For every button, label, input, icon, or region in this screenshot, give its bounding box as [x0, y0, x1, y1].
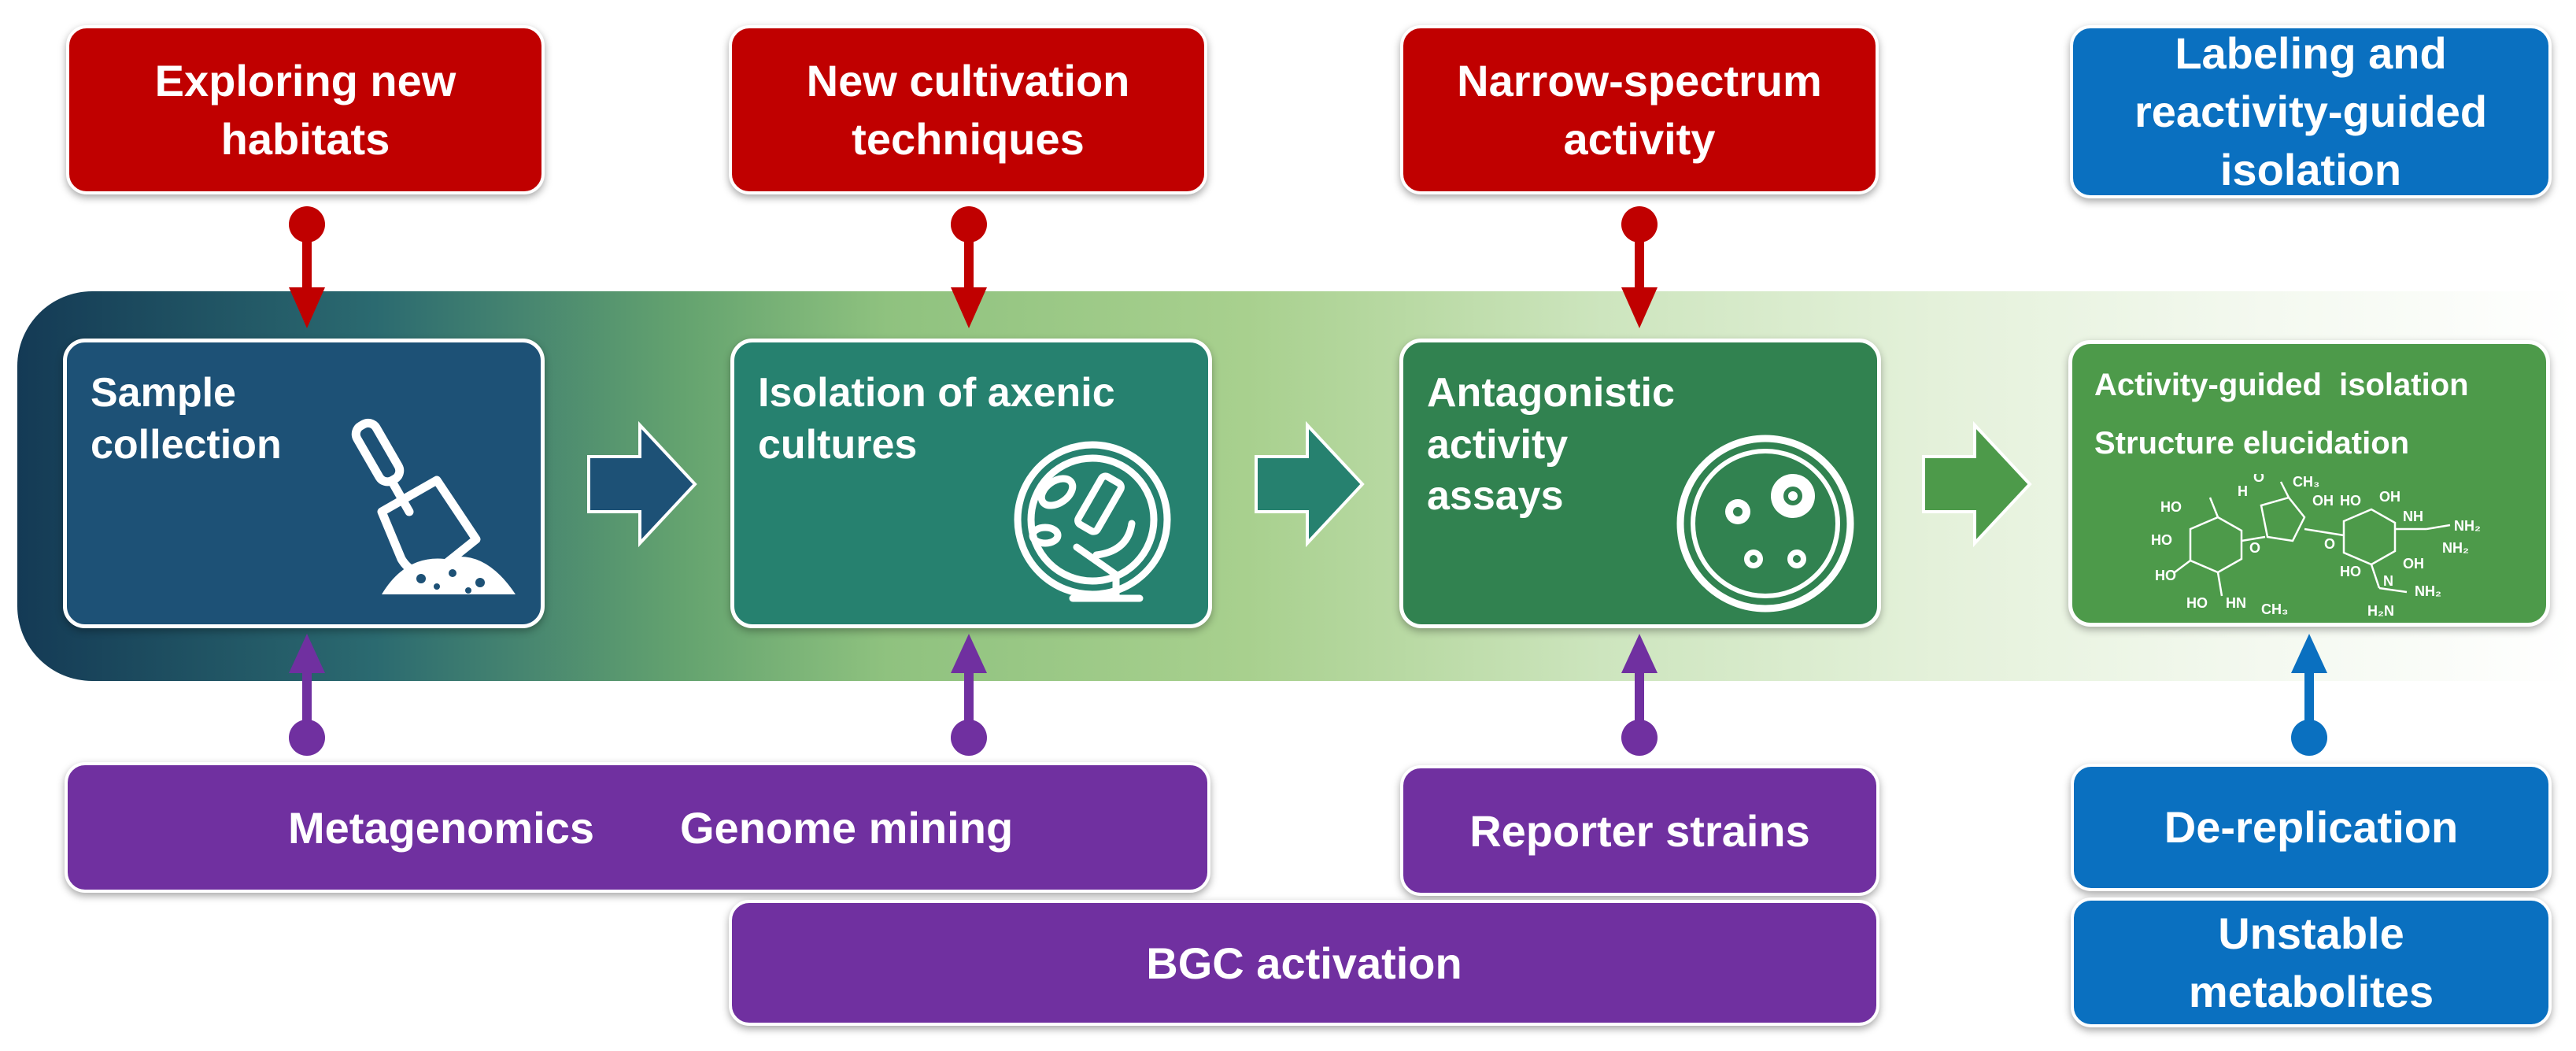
metagenomics-genome-mining-box: Metagenomics Genome mining — [65, 762, 1210, 893]
structure-elucidation-label: Structure elucidation — [2094, 426, 2410, 461]
flow-arrow-2 — [1255, 420, 1365, 548]
red-connector-3 — [1621, 206, 1658, 328]
red-connector-2 — [951, 206, 987, 328]
petri-dish-colonies-icon — [1676, 435, 1854, 612]
svg-text:O: O — [2249, 540, 2260, 556]
svg-text:OH: OH — [2379, 489, 2400, 505]
purple-connector-1 — [289, 634, 325, 756]
reporter-strains-box: Reporter strains — [1400, 765, 1879, 896]
svg-text:HN: HN — [2226, 595, 2246, 611]
svg-text:NH₂: NH₂ — [2415, 583, 2441, 599]
blue-connector — [2291, 634, 2327, 756]
activity-guided-step: Activity-guided isolation Structure eluc… — [2068, 340, 2550, 627]
svg-text:HO: HO — [2160, 499, 2182, 515]
svg-text:CH₃: CH₃ — [2293, 474, 2319, 490]
purple-connector-2 — [951, 634, 987, 756]
svg-text:HO: HO — [2186, 595, 2208, 611]
svg-text:H: H — [2238, 483, 2248, 499]
purple-connector-3 — [1621, 634, 1658, 756]
streptomycin-structure-icon: HO H O CH₃ HO OH HO HO O O NH₂ HO OH NH … — [2151, 474, 2481, 619]
bgc-activation-box: BGC activation — [729, 900, 1879, 1026]
microscope-petri-icon — [1014, 441, 1171, 602]
svg-text:O: O — [2324, 536, 2335, 552]
red-connector-1 — [289, 206, 325, 328]
svg-text:HO: HO — [2151, 532, 2172, 548]
trowel-soil-icon — [351, 418, 516, 594]
svg-text:HO: HO — [2155, 568, 2176, 583]
svg-text:H₂N: H₂N — [2367, 603, 2394, 619]
svg-text:NH: NH — [2403, 509, 2423, 524]
activity-guided-label: Activity-guided isolation — [2094, 368, 2469, 402]
genome-mining-label: Genome mining — [680, 802, 1014, 853]
svg-text:O: O — [2253, 474, 2264, 485]
svg-text:OH: OH — [2403, 556, 2424, 572]
svg-text:HO: HO — [2340, 493, 2361, 509]
svg-text:N: N — [2383, 573, 2393, 589]
svg-text:HO: HO — [2340, 564, 2361, 579]
svg-text:NH₂: NH₂ — [2442, 540, 2469, 556]
de-replication-box: De-replication — [2071, 764, 2552, 891]
svg-text:OH: OH — [2312, 493, 2334, 509]
svg-text:CH₃: CH₃ — [2261, 601, 2288, 617]
metagenomics-label: Metagenomics — [288, 802, 594, 853]
flow-arrow-3 — [1922, 420, 2032, 548]
svg-text:NH₂: NH₂ — [2454, 518, 2481, 534]
flow-arrow-1 — [587, 420, 697, 548]
